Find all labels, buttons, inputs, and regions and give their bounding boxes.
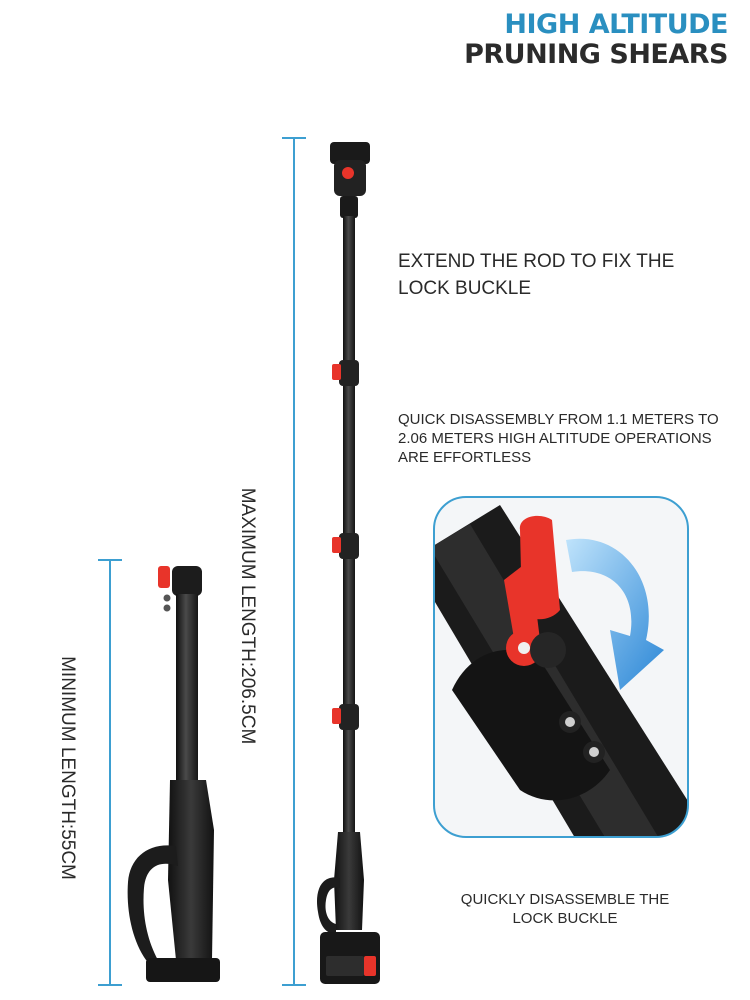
maximum-length-label: MAXIMUM LENGTH:206.5CM — [237, 487, 258, 745]
title-line-1: HIGH ALTITUDE — [504, 9, 728, 40]
collapsed-pole — [127, 566, 220, 982]
max-dimension-line — [282, 137, 306, 986]
product-title: HIGH ALTITUDE PRUNING SHEARS — [464, 10, 728, 70]
extended-pole — [316, 142, 380, 984]
lock-buckle-caption: QUICKLY DISASSEMBLE THE LOCK BUCKLE — [460, 891, 670, 927]
extend-rod-caption: EXTEND THE ROD TO FIX THE LOCK BUCKLE — [398, 251, 675, 299]
lock-buckle-detail — [433, 496, 689, 838]
title-line-2: PRUNING SHEARS — [464, 39, 728, 70]
quick-disassembly-caption: QUICK DISASSEMBLY FROM 1.1 METERS TO 2.0… — [398, 411, 719, 466]
min-dimension-line — [98, 559, 122, 986]
minimum-length-label: MINIMUM LENGTH:55CM — [57, 656, 78, 880]
